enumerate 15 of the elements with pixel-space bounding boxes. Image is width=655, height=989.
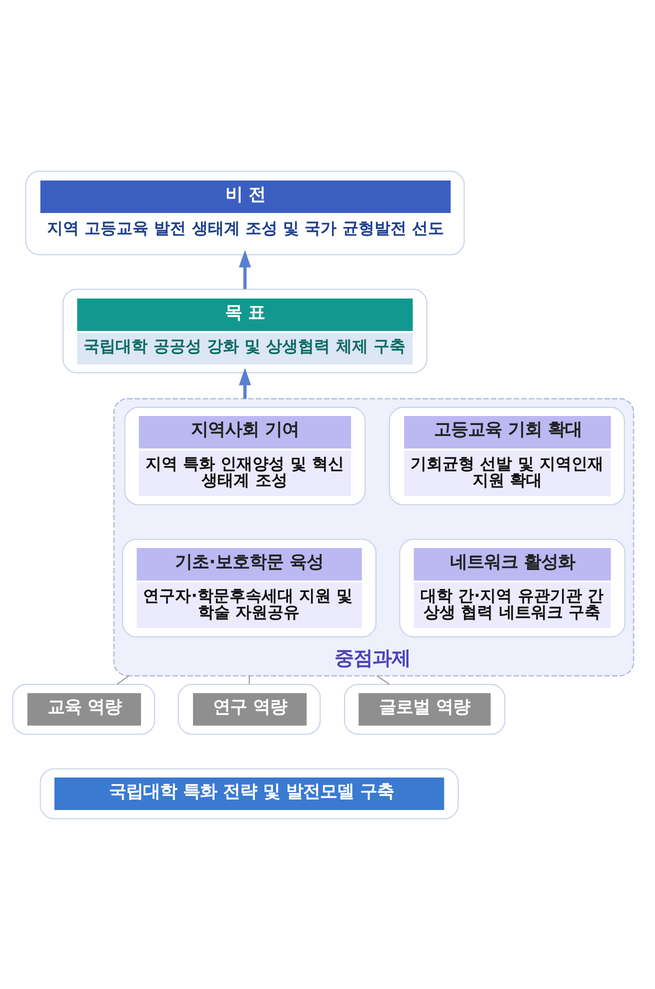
arrow <box>238 250 252 289</box>
connector <box>376 674 390 684</box>
node-box: 비 전 지역 고등교육 발전 생태계 조성 및 국가 균형발전 선도 <box>25 170 465 255</box>
arrow <box>238 367 252 398</box>
node-box: 기초·보호학문 육성 연구자·학문후속세대 지원 및 학술 자원공유 <box>122 538 376 637</box>
node-box: 고등교육 기회 확대 기회균형 선발 및 지역인재 지원 확대 <box>388 406 625 505</box>
connector <box>116 674 130 684</box>
node-box: 연구 역량 <box>178 683 321 734</box>
connector <box>248 675 250 684</box>
node-box: 네트워크 활성화 대학 간·지역 유관기관 간 상생 협력 네트워크 구축 <box>399 538 626 637</box>
node-box: 지역사회 기여 지역 특화 인재양성 및 혁신 생태계 조성 <box>124 406 366 505</box>
node-box: 목 표 국립대학 공공성 강화 및 상생협력 체제 구축 <box>62 288 428 373</box>
node-box: 글로벌 역량 <box>344 683 506 734</box>
node-box: 교육 역량 <box>12 683 156 734</box>
node-box: 국립대학 특화 전략 및 발전모델 구축 <box>40 768 459 819</box>
